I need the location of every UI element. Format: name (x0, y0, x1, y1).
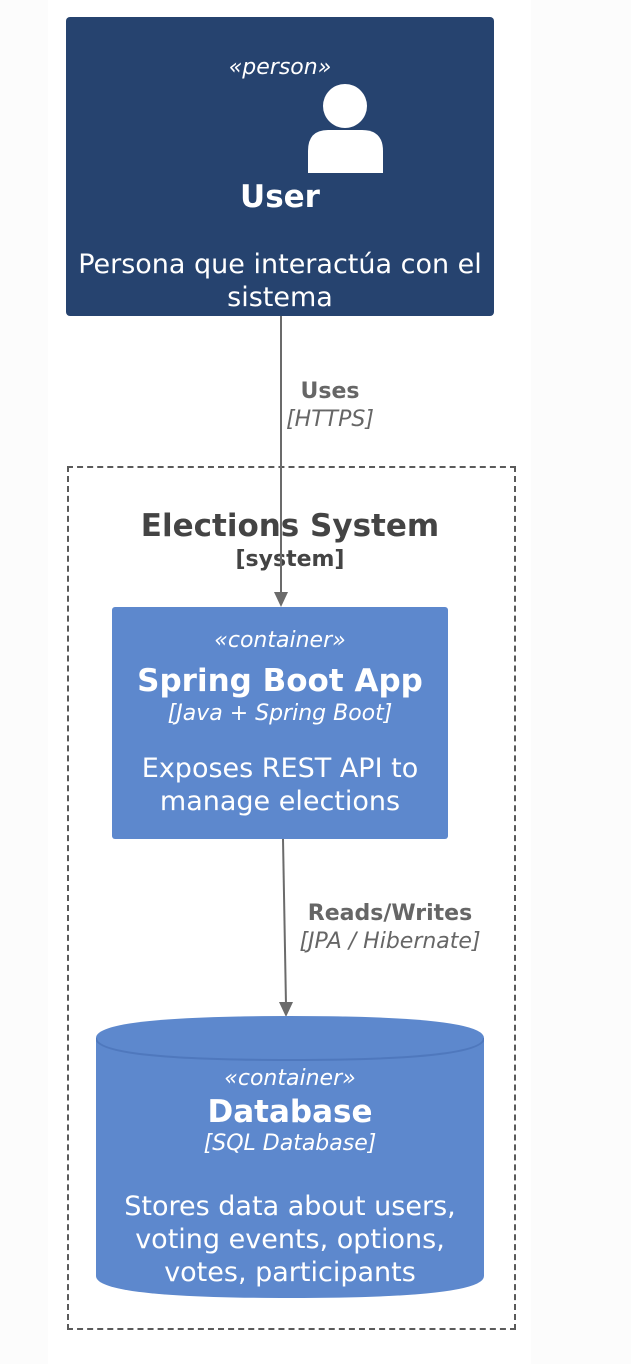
reads-writes-label: Reads/Writes (307, 901, 473, 926)
app-stereotype: «container» (214, 628, 346, 653)
person-icon (308, 84, 383, 173)
reads-writes-arrow-line (282, 838, 287, 1006)
system-boundary-title: Elections System (140, 508, 440, 544)
db-description: Stores data about users, voting events, … (124, 1191, 456, 1288)
database-container[interactable]: «container» Database [SQL Database] Stor… (96, 1014, 484, 1300)
database-cylinder-shape (96, 1016, 484, 1298)
uses-technology: [HTTPS] (286, 407, 374, 432)
uses-arrow-head (274, 592, 288, 607)
db-stereotype: «container» (224, 1066, 356, 1091)
spring-boot-app-container[interactable]: «container» Spring Boot App [Java + Spri… (112, 607, 448, 839)
db-technology: [SQL Database] (203, 1131, 377, 1156)
person-name: User (240, 179, 320, 215)
right-margin (531, 0, 631, 1364)
system-boundary-type: [system] (235, 547, 345, 572)
app-description: Exposes REST API to manage elections (141, 753, 419, 817)
db-name: Database (207, 1094, 373, 1130)
reads-writes-technology: [JPA / Hibernate] (299, 929, 481, 954)
reads-writes-arrow-head (279, 1002, 293, 1017)
uses-edge-label: Uses [HTTPS] (270, 378, 390, 434)
system-boundary (67, 466, 516, 1330)
app-name: Spring Boot App (137, 663, 423, 699)
reads-writes-edge-label: Reads/Writes [JPA / Hibernate] (280, 900, 500, 956)
uses-label: Uses (300, 379, 360, 404)
user-person-node[interactable]: «person» User Persona que interactúa con… (66, 17, 494, 316)
person-stereotype: «person» (228, 55, 332, 80)
person-description: Persona que interactúa con el sistema (78, 249, 482, 313)
left-margin (0, 0, 48, 1364)
app-technology: [Java + Spring Boot] (167, 701, 393, 726)
